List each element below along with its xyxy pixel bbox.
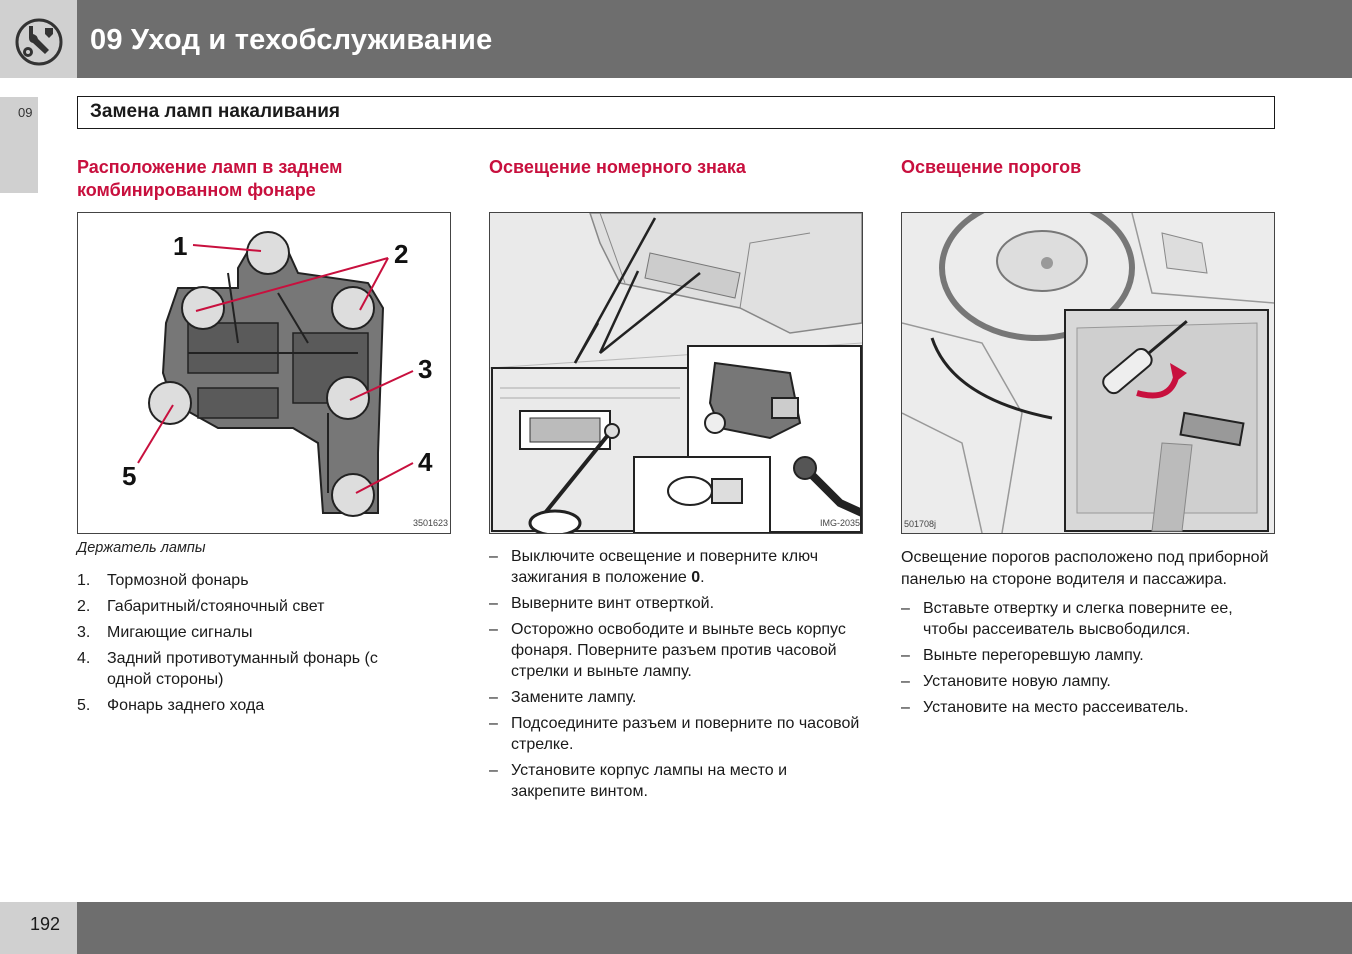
chapter-title: 09 Уход и техобслуживание	[90, 24, 493, 56]
column-tail-lamp: Расположение ламп в заднем комбинированн…	[77, 156, 451, 721]
list-item: –Замените лампу.	[489, 689, 637, 706]
list-item: 1.Тормозной фонарь	[77, 572, 249, 589]
callout-2: 2	[394, 239, 408, 269]
lamp-list: 1.Тормозной фонарь 2.Габаритный/стояночн…	[77, 570, 451, 716]
figure-id: IMG-2035	[819, 518, 860, 528]
page-number-box: 192	[0, 902, 77, 954]
column-license-plate: Освещение номерного знака	[489, 156, 863, 807]
section-title-bar: Замена ламп накаливания	[77, 96, 1275, 129]
callout-1: 1	[173, 231, 187, 261]
section-title: Замена ламп накаливания	[90, 101, 340, 122]
callout-3: 3	[418, 354, 432, 384]
figure-id: 3501623	[412, 518, 448, 528]
figure-sill-lighting: 501708j	[901, 212, 1275, 534]
list-item: –Установите новую лампу.	[901, 673, 1111, 690]
bulb-2b	[331, 286, 375, 330]
list-item: 2.Габаритный/стояночный свет	[77, 598, 325, 615]
bulb-5	[148, 381, 192, 425]
list-item: –Установите корпус лампы на место и закр…	[489, 762, 788, 800]
bulb-2a	[181, 286, 225, 330]
list-item: 3.Мигающие сигналы	[77, 624, 253, 641]
sill-lighting-illustration	[902, 213, 1274, 533]
side-tab-label: 09	[18, 105, 33, 120]
page-header: 09 Уход и техобслуживание	[0, 0, 1352, 78]
bulb-1	[246, 231, 290, 275]
heading-license-plate: Освещение номерного знака	[489, 157, 746, 177]
figure-caption: Держатель лампы	[77, 540, 206, 556]
column-sill-lighting: Освещение порогов 501708j Освещение поро…	[901, 156, 1275, 723]
license-plate-illustration	[490, 213, 862, 533]
list-item: –Подсоедините разъем и поверните по часо…	[489, 715, 860, 753]
list-item: –Вставьте отвертку и слегка поверните ее…	[901, 600, 1233, 638]
heading-sill-lighting: Освещение порогов	[901, 157, 1082, 177]
header-icon-box	[0, 0, 77, 78]
lamp-holder-illustration: 1 2 3 4 5	[122, 231, 433, 517]
license-plate-steps: –Выключите освещение и поверните ключ за…	[489, 546, 863, 802]
list-item: 4.Задний противотуманный фонарь (с одной…	[77, 650, 378, 688]
callout-4: 4	[418, 447, 433, 477]
figure-lamp-holder: 1 2 3 4 5 3501623	[77, 212, 451, 534]
chapter-side-tab: 09	[0, 97, 38, 193]
figure-id: 501708j	[904, 519, 937, 529]
callout-5: 5	[122, 461, 136, 491]
bulb-4	[331, 473, 375, 517]
heading-tail-lamp: Расположение ламп в заднем комбинированн…	[77, 157, 343, 200]
bulb-3	[326, 376, 370, 420]
list-item: 5.Фонарь заднего хода	[77, 697, 265, 714]
list-item: –Осторожно освободите и выньте весь корп…	[489, 621, 846, 680]
list-item: –Установите на место рассеиватель.	[901, 699, 1189, 716]
list-item: –Выньте перегоревшую лампу.	[901, 647, 1144, 664]
list-item: –Выверните винт отверткой.	[489, 595, 715, 612]
wrench-icon	[15, 18, 63, 66]
list-item: –Выключите освещение и поверните ключ за…	[489, 548, 819, 586]
sill-lighting-intro: Освещение порогов расположено под прибор…	[901, 549, 1269, 588]
figure-license-plate: IMG-2035	[489, 212, 863, 534]
page-number: 192	[30, 914, 61, 934]
sill-lighting-steps: –Вставьте отвертку и слегка поверните ее…	[901, 598, 1275, 718]
page-footer: 192	[0, 902, 1352, 954]
